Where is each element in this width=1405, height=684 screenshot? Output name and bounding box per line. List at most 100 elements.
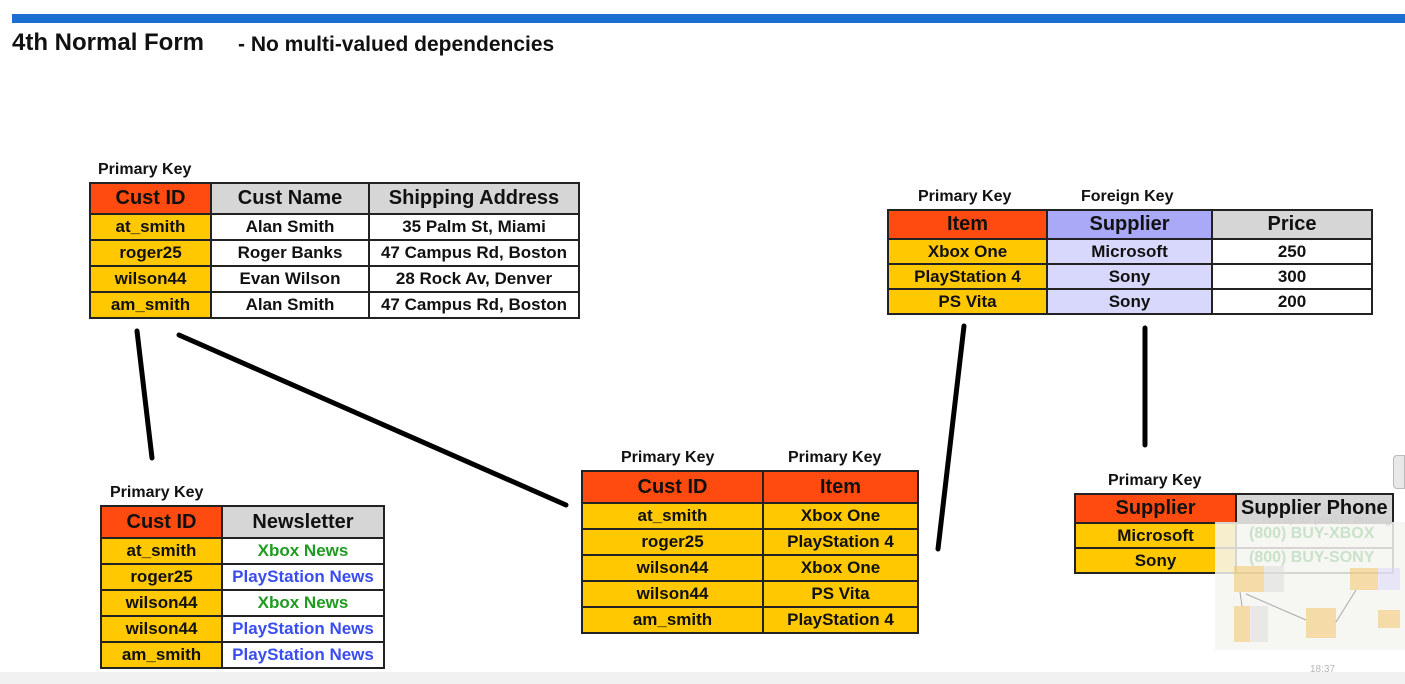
table-row: wilson44 Evan Wilson 28 Rock Av, Denver [89, 265, 580, 293]
suppliers-primary-key-label: Primary Key [1108, 472, 1202, 489]
table-row: roger25 PlayStation 4 [581, 528, 919, 556]
items-header-row: Item Supplier Price [887, 209, 1373, 240]
orders-primary-key-label-item: Primary Key [788, 449, 882, 466]
items-foreign-key-label: Foreign Key [1081, 188, 1174, 205]
supplier-cell: Microsoft [1074, 522, 1237, 549]
table-row: wilson44 PlayStation News [100, 615, 385, 643]
cust-id-cell: am_smith [100, 641, 223, 669]
cust-name-cell: Alan Smith [210, 213, 370, 241]
line-customers-to-newsletter [134, 328, 155, 461]
top-accent-bar [12, 14, 1405, 23]
cust-id-cell: roger25 [89, 239, 212, 267]
orders-header-row: Cust ID Item [581, 470, 919, 504]
newsletter-header-row: Cust ID Newsletter [100, 505, 385, 539]
cust-id-cell: roger25 [100, 563, 223, 591]
slide-title: 4th Normal Form [12, 29, 205, 56]
cust-id-cell: am_smith [89, 291, 212, 319]
column-header-cust-name: Cust Name [210, 182, 370, 215]
cust-id-cell: wilson44 [100, 615, 223, 643]
cust-id-cell: wilson44 [100, 589, 223, 617]
cust-id-cell: am_smith [581, 606, 764, 634]
item-cell: Xbox One [762, 554, 919, 582]
table-row: Xbox One Microsoft 250 [887, 238, 1373, 265]
table-row: PS Vita Sony 200 [887, 288, 1373, 315]
column-header-price: Price [1211, 209, 1373, 240]
supplier-cell: Microsoft [1046, 238, 1213, 265]
cust-id-cell: wilson44 [89, 265, 212, 293]
item-cell: Xbox One [762, 502, 919, 530]
table-row: at_smith Xbox One [581, 502, 919, 530]
table-row: wilson44 PS Vita [581, 580, 919, 608]
table-row: am_smith PlayStation 4 [581, 606, 919, 634]
side-panel-handle[interactable] [1393, 455, 1405, 489]
cust-id-cell: at_smith [100, 537, 223, 565]
player-bottom-bar [0, 672, 1405, 684]
price-cell: 300 [1211, 263, 1373, 290]
table-row: roger25 PlayStation News [100, 563, 385, 591]
newsletter-cell: PlayStation News [221, 615, 385, 643]
table-row: at_smith Xbox News [100, 537, 385, 565]
column-header-newsletter: Newsletter [221, 505, 385, 539]
orders-primary-key-label-cust-id: Primary Key [621, 449, 715, 466]
newsletter-cell: PlayStation News [221, 563, 385, 591]
item-cell: PS Vita [887, 288, 1048, 315]
orders-table: Cust ID Item at_smith Xbox One roger25 P… [581, 470, 919, 634]
price-cell: 200 [1211, 288, 1373, 315]
customers-header-row: Cust ID Cust Name Shipping Address [89, 182, 580, 215]
cust-id-cell: at_smith [581, 502, 764, 530]
table-row: roger25 Roger Banks 47 Campus Rd, Boston [89, 239, 580, 267]
cust-id-cell: roger25 [581, 528, 764, 556]
supplier-phone-microsoft: (800) BUY-XBOX [1249, 525, 1375, 542]
column-header-item: Item [762, 470, 919, 504]
table-row: am_smith Alan Smith 47 Campus Rd, Boston [89, 291, 580, 319]
cust-id-cell: at_smith [89, 213, 212, 241]
suppliers-header-row: Supplier Supplier Phone [1074, 493, 1394, 524]
shipping-address-cell: 47 Campus Rd, Boston [368, 239, 580, 267]
slide-subtitle: - No multi-valued dependencies [238, 33, 555, 56]
price-cell: 250 [1211, 238, 1373, 265]
customers-primary-key-label: Primary Key [98, 161, 192, 178]
cust-name-cell: Alan Smith [210, 291, 370, 319]
supplier-phone-sony: (800) BUY-SONY [1249, 549, 1375, 566]
column-header-cust-id: Cust ID [581, 470, 764, 504]
items-primary-key-label: Primary Key [918, 188, 1012, 205]
shipping-address-cell: 47 Campus Rd, Boston [368, 291, 580, 319]
column-header-shipping-address: Shipping Address [368, 182, 580, 215]
item-cell: Xbox One [887, 238, 1048, 265]
newsletter-table: Cust ID Newsletter at_smith Xbox News ro… [100, 505, 385, 669]
item-cell: PlayStation 4 [887, 263, 1048, 290]
column-header-supplier: Supplier [1046, 209, 1213, 240]
supplier-cell: Sony [1046, 263, 1213, 290]
cust-name-cell: Roger Banks [210, 239, 370, 267]
newsletter-primary-key-label: Primary Key [110, 484, 204, 501]
supplier-cell: Sony [1074, 547, 1237, 574]
column-header-cust-id: Cust ID [89, 182, 212, 215]
table-row: am_smith PlayStation News [100, 641, 385, 669]
item-cell: PlayStation 4 [762, 528, 919, 556]
seek-hint-text: Pull up for precise seeking [1262, 514, 1392, 526]
cust-name-cell: Evan Wilson [210, 265, 370, 293]
seek-thumbnail-preview [1234, 566, 1400, 642]
table-row: wilson44 Xbox News [100, 589, 385, 617]
cust-id-cell: wilson44 [581, 554, 764, 582]
newsletter-cell: PlayStation News [221, 641, 385, 669]
item-cell: PS Vita [762, 580, 919, 608]
table-row: PlayStation 4 Sony 300 [887, 263, 1373, 290]
customers-table: Cust ID Cust Name Shipping Address at_sm… [89, 182, 580, 319]
item-cell: PlayStation 4 [762, 606, 919, 634]
table-row: at_smith Alan Smith 35 Palm St, Miami [89, 213, 580, 241]
column-header-item: Item [887, 209, 1048, 240]
table-row: wilson44 Xbox One [581, 554, 919, 582]
seek-timecode: 18:37 [1310, 664, 1336, 675]
column-header-supplier: Supplier [1074, 493, 1237, 524]
shipping-address-cell: 28 Rock Av, Denver [368, 265, 580, 293]
line-customers-to-orders [176, 332, 569, 508]
cust-id-cell: wilson44 [581, 580, 764, 608]
newsletter-cell: Xbox News [221, 589, 385, 617]
shipping-address-cell: 35 Palm St, Miami [368, 213, 580, 241]
newsletter-cell: Xbox News [221, 537, 385, 565]
line-items-to-orders [935, 323, 967, 552]
supplier-cell: Sony [1046, 288, 1213, 315]
column-header-cust-id: Cust ID [100, 505, 223, 539]
